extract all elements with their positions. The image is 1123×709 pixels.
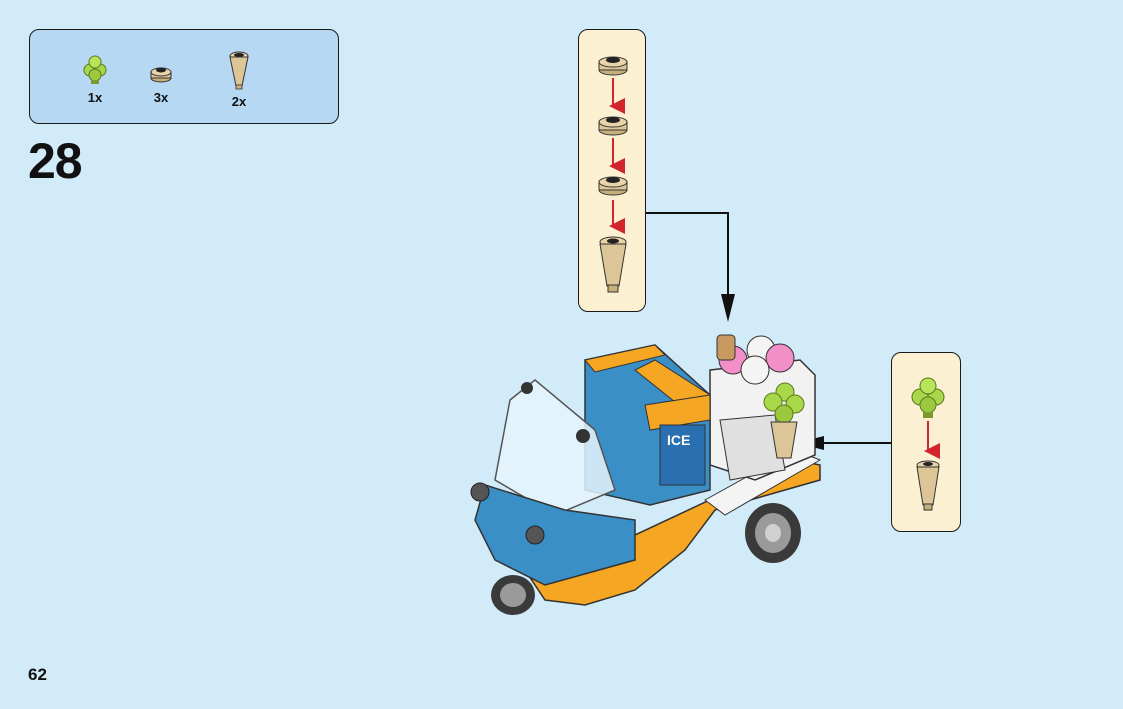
plate-icon: [598, 116, 628, 136]
green-cone-placed: [763, 382, 805, 459]
part-tan-cone: 2x: [214, 48, 264, 109]
ice-decal-text: ICE: [667, 432, 690, 448]
page-number: 62: [28, 665, 47, 684]
part-green-scoop: 1x: [70, 48, 120, 105]
down-arrow-icon: [721, 294, 735, 322]
sub-assembly-callout-cone-stack: [578, 29, 646, 312]
front-wheel: [491, 575, 535, 615]
part-quantity: 1x: [87, 90, 103, 105]
rear-wheel: [745, 503, 801, 563]
cart-ice-creams: [716, 334, 795, 385]
part-quantity: 3x: [153, 90, 169, 105]
green-scoop-icon: [911, 377, 945, 418]
cone-icon: [916, 460, 940, 511]
plate-icon: [598, 56, 628, 76]
parts-list: 1x 3x 2x: [29, 29, 339, 124]
sub-assembly-callout-green-scoop: [891, 352, 961, 532]
plate-icon: [598, 176, 628, 196]
cone-stack-diagram: [598, 56, 628, 293]
green-cone-diagram: [911, 377, 945, 511]
cone-icon: [229, 51, 249, 90]
ice-cream-tuk-tuk-model: ICE: [470, 334, 822, 615]
blue-cab: ICE: [584, 344, 711, 506]
step-number: 28: [28, 133, 83, 189]
green-scoop-icon: [83, 55, 107, 84]
cone-icon: [599, 236, 627, 293]
part-tan-plate: 3x: [136, 48, 186, 105]
part-quantity: 2x: [231, 94, 247, 109]
round-plate-icon: [150, 67, 172, 83]
